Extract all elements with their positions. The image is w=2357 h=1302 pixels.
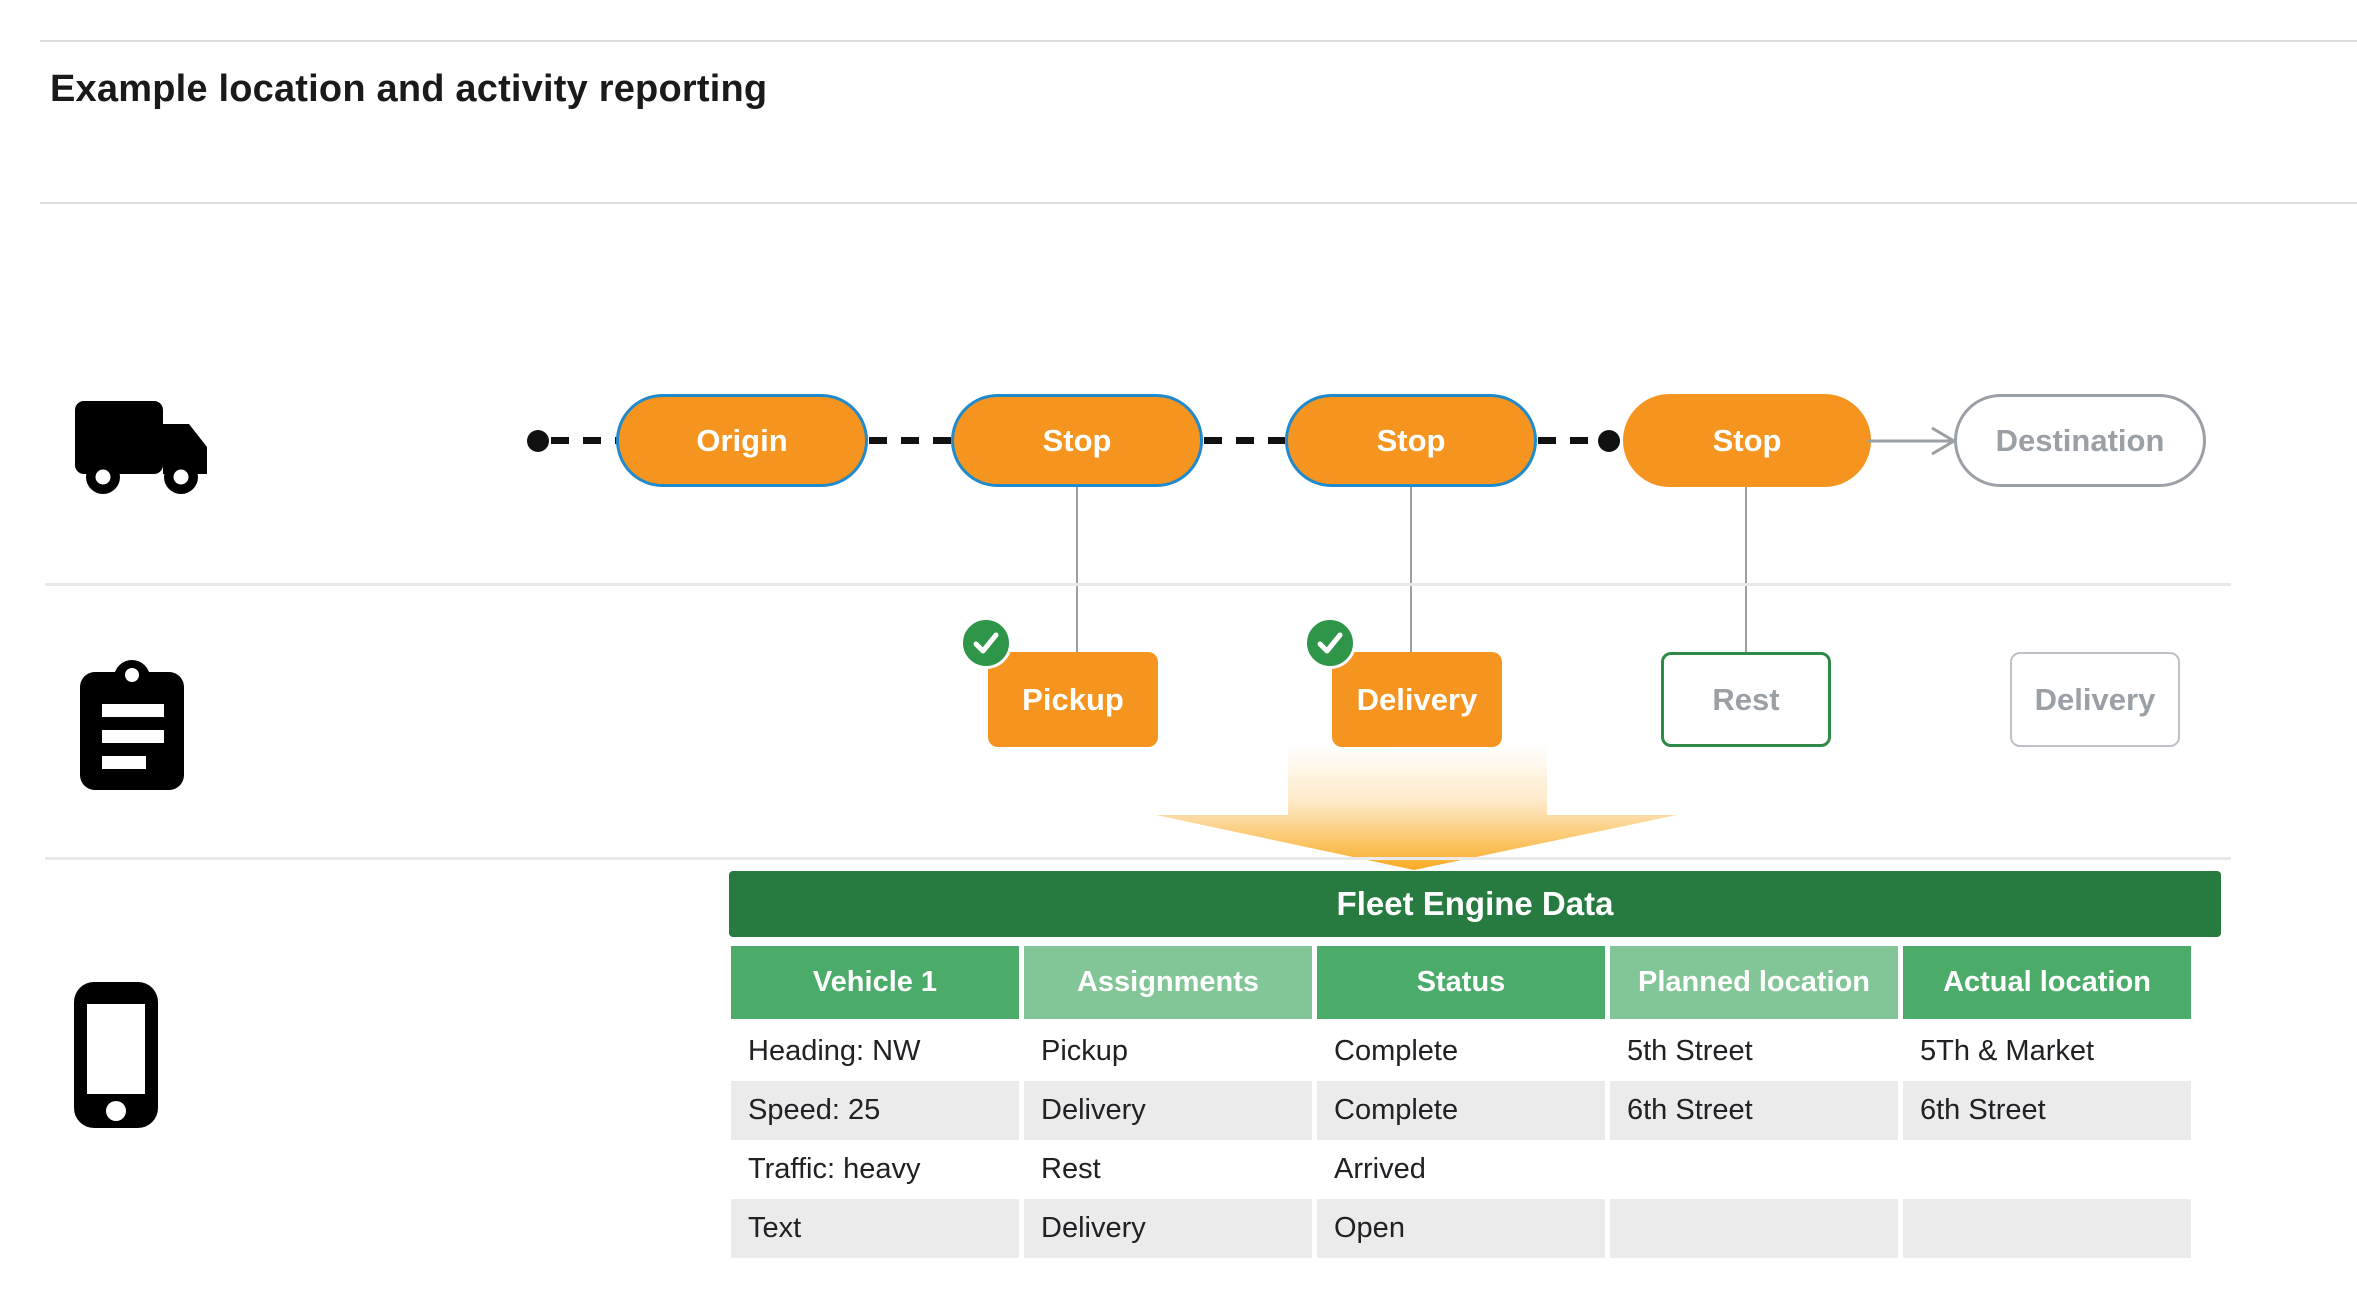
route-node-stop-1: Stop (951, 394, 1203, 487)
column-header-assignments: Assignments (1024, 946, 1312, 1019)
arrow-right-icon (1868, 426, 1957, 456)
route-node-label: Stop (1712, 422, 1782, 458)
section-divider (45, 857, 2231, 860)
page-title: Example location and activity reporting (50, 68, 768, 110)
table-cell: Text (731, 1199, 1019, 1258)
route-node-destination: Destination (1954, 394, 2206, 487)
table-cell (1610, 1199, 1898, 1258)
check-circle-icon (960, 617, 1012, 669)
activity-label: Pickup (1022, 681, 1124, 717)
table-cell: Traffic: heavy (748, 1153, 921, 1185)
table-cell (1903, 1199, 2191, 1258)
truck-icon (75, 401, 207, 494)
route-node-origin: Origin (616, 394, 868, 487)
table-cell: 6th Street (1610, 1081, 1898, 1140)
table-cell (1903, 1140, 2191, 1199)
vehicle-position-dot (1598, 430, 1620, 452)
table-cell: Pickup (1041, 1035, 1129, 1067)
stop-activity-connector (1076, 487, 1078, 653)
title-divider (40, 202, 2357, 204)
route-node-label: Origin (696, 422, 788, 458)
activity-delivery: Delivery (1332, 652, 1502, 747)
table-cell: Open (1317, 1199, 1605, 1258)
route-dashed-segment (551, 437, 617, 444)
table-cell: Delivery (1024, 1199, 1312, 1258)
activity-label: Delivery (1356, 681, 1478, 717)
route-dashed-segment (1538, 437, 1600, 444)
table-title-bar: Fleet Engine Data (729, 871, 2221, 937)
table-cell: Arrived (1334, 1153, 1426, 1185)
table-cell: 5th Street (1627, 1035, 1753, 1067)
table-cell: 5Th & Market (1920, 1035, 2095, 1067)
route-start-dot (527, 430, 549, 452)
clipboard-icon (80, 660, 184, 790)
table-title: Fleet Engine Data (1336, 885, 1614, 922)
table-body: Heading: NW Pickup Complete 5th Street 5… (731, 1022, 2191, 1258)
activity-next-delivery: Delivery (2010, 652, 2180, 747)
route-node-stop-3: Stop (1623, 394, 1871, 487)
route-dashed-segment (869, 437, 951, 444)
stop-activity-connector (1745, 487, 1747, 653)
activity-pickup: Pickup (988, 652, 1158, 747)
table-cell: Speed: 25 (731, 1081, 1019, 1140)
column-header-status: Status (1317, 946, 1605, 1019)
route-node-stop-2: Stop (1285, 394, 1537, 487)
top-divider (40, 40, 2357, 42)
section-divider (45, 583, 2231, 586)
arrow-down-icon (1156, 745, 1677, 870)
activity-label: Rest (1712, 681, 1780, 717)
table-cell (1610, 1140, 1898, 1199)
table-cell: 6th Street (1903, 1081, 2191, 1140)
check-circle-icon (1304, 617, 1356, 669)
table-cell: Complete (1317, 1081, 1605, 1140)
smartphone-icon (74, 982, 158, 1128)
table-cell: Complete (1334, 1035, 1459, 1067)
check-icon (1317, 632, 1343, 654)
table-header-row: Vehicle 1 Assignments Status Planned loc… (731, 946, 2191, 1019)
stop-activity-connector (1410, 487, 1412, 653)
column-header-planned-location: Planned location (1610, 946, 1898, 1019)
route-node-label: Stop (1376, 422, 1446, 458)
activity-rest: Rest (1661, 652, 1831, 747)
route-node-label: Destination (1995, 422, 2165, 458)
column-header-vehicle: Vehicle 1 (731, 946, 1019, 1019)
table-cell: Delivery (1024, 1081, 1312, 1140)
check-icon (973, 632, 999, 654)
table-cell: Heading: NW (748, 1035, 921, 1067)
column-header-actual-location: Actual location (1903, 946, 2191, 1019)
table-cell: Rest (1041, 1153, 1101, 1185)
route-dashed-segment (1204, 437, 1285, 444)
activity-label: Delivery (2034, 681, 2156, 717)
route-node-label: Stop (1042, 422, 1112, 458)
